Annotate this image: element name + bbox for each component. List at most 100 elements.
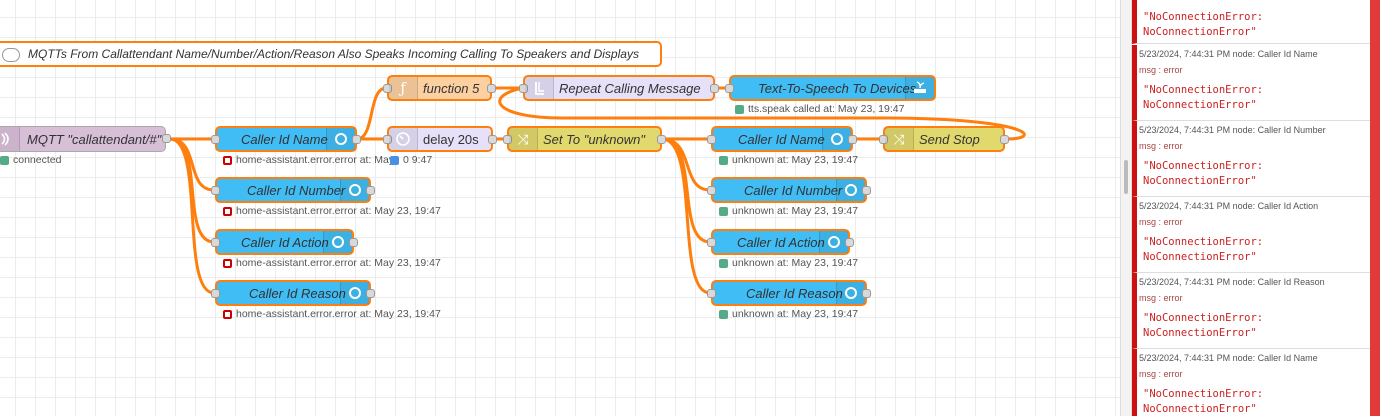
debug-message[interactable]: 5/23/2024, 7:44:31 PM node: Caller Id Ac… bbox=[1132, 197, 1370, 273]
debug-value: "NoConnectionError: NoConnectionError" bbox=[1143, 10, 1370, 40]
caller-id-action-unknown-status: unknown at: May 23, 19:47 bbox=[719, 257, 858, 269]
tts-status: tts.speak called at: May 23, 19:47 bbox=[735, 103, 904, 115]
debug-topic: msg : error bbox=[1139, 217, 1183, 227]
input-port[interactable] bbox=[879, 135, 888, 144]
input-port[interactable] bbox=[519, 84, 528, 93]
input-port[interactable] bbox=[707, 289, 716, 298]
debug-message[interactable]: 5/23/2024, 7:44:31 PM node: Caller Id Na… bbox=[1132, 45, 1370, 121]
debug-value: "NoConnectionError: NoConnectionError" bbox=[1143, 83, 1370, 113]
status-text: unknown at: May 23, 19:47 bbox=[732, 205, 859, 217]
debug-meta: 5/23/2024, 7:44:31 PM node: Caller Id Nu… bbox=[1139, 125, 1326, 135]
status-text: home-assistant.error.error at: May 23, 1… bbox=[236, 257, 441, 269]
input-port[interactable] bbox=[707, 135, 716, 144]
caller-id-number-unknown-status: unknown at: May 23, 19:47 bbox=[719, 205, 858, 217]
send-stop-node[interactable]: ⤨ Send Stop bbox=[879, 126, 1009, 152]
output-port[interactable] bbox=[845, 238, 854, 247]
caller-id-action-unknown-node[interactable]: Caller Id Action bbox=[707, 229, 854, 255]
output-port[interactable] bbox=[487, 84, 496, 93]
node-label: Caller Id Action bbox=[241, 234, 329, 250]
status-ok-icon bbox=[719, 206, 728, 216]
input-port[interactable] bbox=[211, 186, 220, 195]
output-port[interactable] bbox=[488, 135, 497, 144]
wire bbox=[498, 86, 1026, 141]
tts-node[interactable]: Text-To-Speech To Devices bbox=[725, 75, 936, 101]
debug-meta: 5/23/2024, 7:44:31 PM node: Caller Id Na… bbox=[1139, 49, 1318, 59]
wire bbox=[169, 137, 215, 295]
wire bbox=[661, 137, 711, 295]
status-text: home-assistant.error.error at: May 23, 1… bbox=[236, 308, 441, 320]
input-port[interactable] bbox=[211, 135, 220, 144]
output-port[interactable] bbox=[349, 238, 358, 247]
caller-id-reason-node[interactable]: Caller Id Reason bbox=[211, 280, 375, 306]
set-unknown-node[interactable]: ⤨ Set To "unknown" bbox=[503, 126, 666, 152]
output-port[interactable] bbox=[710, 84, 719, 93]
input-port[interactable] bbox=[503, 135, 512, 144]
debug-message[interactable]: 5/23/2024, 7:44:31 PM node: Caller Id Na… bbox=[1132, 349, 1370, 416]
node-label: Set To "unknown" bbox=[543, 131, 645, 147]
caller-id-action-node[interactable]: Caller Id Action bbox=[211, 229, 358, 255]
node-label: Caller Id Number bbox=[247, 182, 346, 198]
input-port[interactable] bbox=[383, 84, 392, 93]
status-count-icon bbox=[390, 155, 399, 165]
wire bbox=[356, 86, 387, 141]
ha-circle-icon bbox=[819, 231, 848, 253]
repeat-calling-message-node[interactable]: Repeat Calling Message bbox=[519, 75, 719, 101]
debug-value-line: NoConnectionError" bbox=[1143, 99, 1257, 111]
function-node[interactable]: ƒ function 5 bbox=[383, 75, 496, 101]
delay-node[interactable]: delay 20s bbox=[383, 126, 497, 152]
input-port[interactable] bbox=[383, 135, 392, 144]
debug-value-line: "NoConnectionError: bbox=[1143, 388, 1264, 400]
status-ok-icon bbox=[719, 309, 728, 319]
debug-value-line: NoConnectionError" bbox=[1143, 26, 1257, 38]
ha-circle-icon bbox=[340, 179, 369, 201]
output-port[interactable] bbox=[366, 289, 375, 298]
caller-id-number-node[interactable]: Caller Id Number bbox=[211, 177, 375, 203]
mqtt-icon bbox=[0, 127, 20, 151]
output-port[interactable] bbox=[862, 289, 871, 298]
caller-id-reason-unknown-node[interactable]: Caller Id Reason bbox=[707, 280, 871, 306]
output-port[interactable] bbox=[162, 134, 171, 143]
ha-circle-icon bbox=[340, 282, 369, 304]
debug-scrollbar[interactable] bbox=[1370, 0, 1380, 416]
ha-circle-icon bbox=[822, 128, 851, 150]
node-label: Text-To-Speech To Devices bbox=[758, 80, 917, 96]
caller-id-number-unknown-node[interactable]: Caller Id Number bbox=[707, 177, 871, 203]
output-port[interactable] bbox=[352, 135, 361, 144]
status-text: unknown at: May 23, 19:47 bbox=[732, 154, 859, 166]
output-port[interactable] bbox=[862, 186, 871, 195]
sidebar-resize-handle[interactable] bbox=[1120, 0, 1132, 416]
ha-circle-icon bbox=[836, 282, 865, 304]
status-ok-icon bbox=[735, 104, 744, 114]
debug-panel[interactable]: "NoConnectionError: NoConnectionError" 5… bbox=[1132, 0, 1370, 416]
debug-value-line: "NoConnectionError: bbox=[1143, 312, 1264, 324]
input-port[interactable] bbox=[211, 238, 220, 247]
node-label: Caller Id Name bbox=[738, 131, 825, 147]
node-label: Caller Id Reason bbox=[746, 285, 843, 301]
debug-message[interactable]: 5/23/2024, 7:44:31 PM node: Caller Id Re… bbox=[1132, 273, 1370, 349]
debug-message[interactable]: 5/23/2024, 7:44:31 PM node: Caller Id Nu… bbox=[1132, 121, 1370, 197]
flow-canvas[interactable]: MQTTs From Callattendant Name/Number/Act… bbox=[0, 0, 1120, 416]
input-port[interactable] bbox=[707, 238, 716, 247]
status-ok-icon bbox=[719, 258, 728, 268]
ha-circle-icon bbox=[323, 231, 352, 253]
input-port[interactable] bbox=[707, 186, 716, 195]
debug-message[interactable]: "NoConnectionError: NoConnectionError" bbox=[1132, 0, 1370, 44]
debug-topic: msg : error bbox=[1139, 293, 1183, 303]
caller-id-reason-status: home-assistant.error.error at: May 23, 1… bbox=[223, 308, 441, 320]
output-port[interactable] bbox=[1000, 135, 1009, 144]
caller-id-number-status: home-assistant.error.error at: May 23, 1… bbox=[223, 205, 441, 217]
flow-comment[interactable]: MQTTs From Callattendant Name/Number/Act… bbox=[0, 41, 662, 67]
output-port[interactable] bbox=[848, 135, 857, 144]
caller-id-name-node[interactable]: Caller Id Name bbox=[211, 126, 361, 152]
input-port[interactable] bbox=[211, 289, 220, 298]
ha-circle-icon bbox=[326, 128, 355, 150]
resize-grip[interactable] bbox=[1124, 160, 1128, 194]
status-text: connected bbox=[13, 154, 62, 166]
caller-id-name-unknown-node[interactable]: Caller Id Name bbox=[707, 126, 857, 152]
output-port[interactable] bbox=[366, 186, 375, 195]
input-port[interactable] bbox=[725, 84, 734, 93]
output-port[interactable] bbox=[657, 135, 666, 144]
mqtt-in-node[interactable]: MQTT "callattendant/#" bbox=[0, 126, 171, 152]
service-call-icon bbox=[905, 77, 934, 99]
caller-id-reason-unknown-status: unknown at: May 23, 19:47 bbox=[719, 308, 858, 320]
